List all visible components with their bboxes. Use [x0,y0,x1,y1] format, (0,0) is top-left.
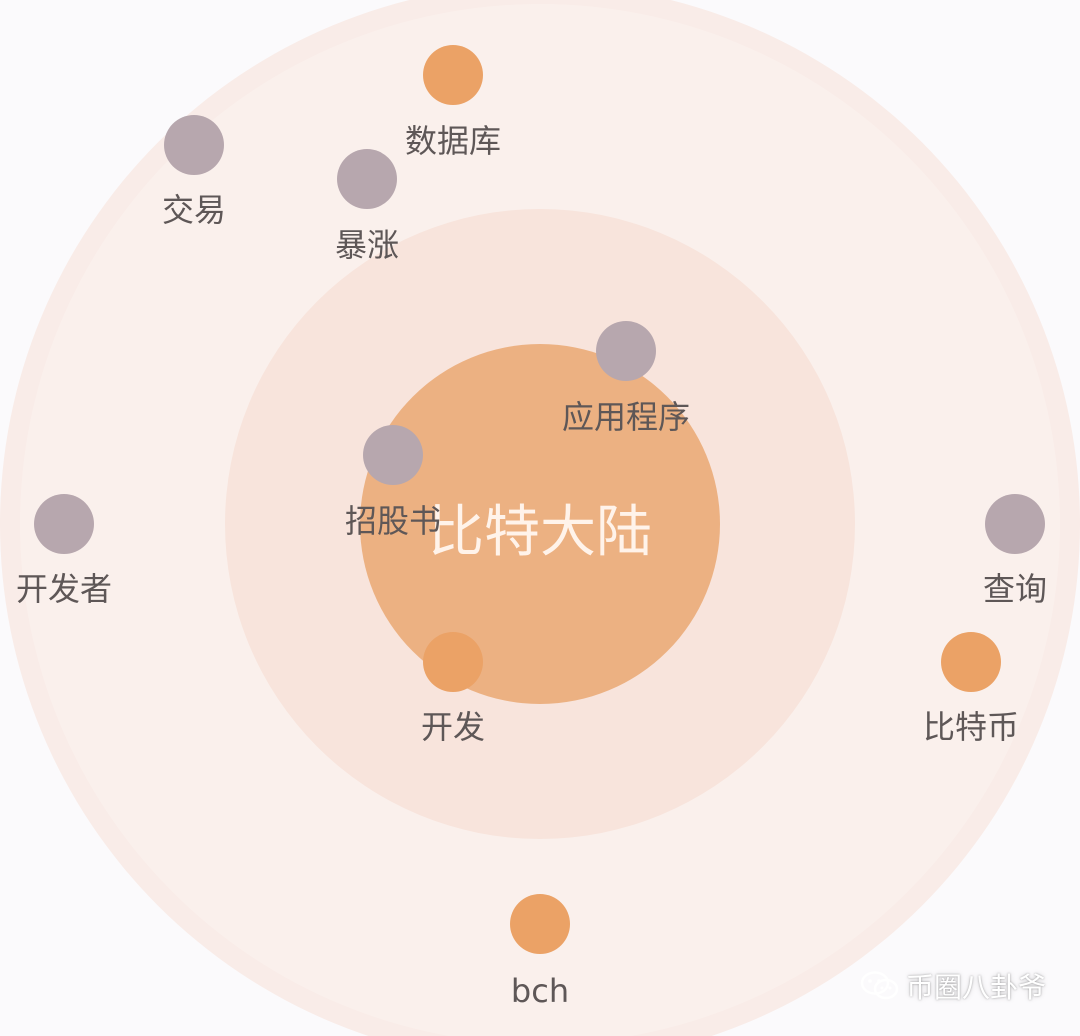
core-circle [360,344,720,704]
node-prospectus: 招股书 [345,425,441,540]
node-develop: 开发 [421,632,485,746]
node-database-dot [423,45,483,105]
node-query-label: 查询 [983,570,1047,608]
node-bitcoin: 比特币 [923,632,1019,746]
node-bch-label: bch [511,972,569,1010]
node-app-label: 应用程序 [562,398,690,436]
node-trade: 交易 [162,115,226,229]
node-developer-dot [34,494,94,554]
node-query: 查询 [983,494,1047,608]
node-app: 应用程序 [562,321,690,436]
node-develop-dot [423,632,483,692]
node-app-dot [596,321,656,381]
node-trade-label: 交易 [162,191,226,229]
node-developer-label: 开发者 [16,570,112,608]
node-bch-dot [510,894,570,954]
node-database: 数据库 [405,45,501,160]
node-bitcoin-label: 比特币 [923,708,1019,746]
node-surge-dot [337,149,397,209]
node-bch: bch [510,894,570,1010]
node-database-label: 数据库 [405,122,501,160]
node-develop-label: 开发 [421,708,485,746]
watermark-text: 币圈八卦爷 [905,971,1046,1004]
node-prospectus-label: 招股书 [345,502,441,540]
node-trade-dot [164,115,224,175]
center-label: 比特大陆 [428,500,652,565]
wechat-icon [860,970,900,1002]
node-prospectus-dot [363,425,423,485]
node-surge: 暴涨 [335,149,399,264]
node-surge-label: 暴涨 [335,226,399,264]
node-query-dot [985,494,1045,554]
node-bitcoin-dot [941,632,1001,692]
watermark: 币圈八卦爷 [860,966,1046,1006]
node-developer: 开发者 [16,494,112,608]
